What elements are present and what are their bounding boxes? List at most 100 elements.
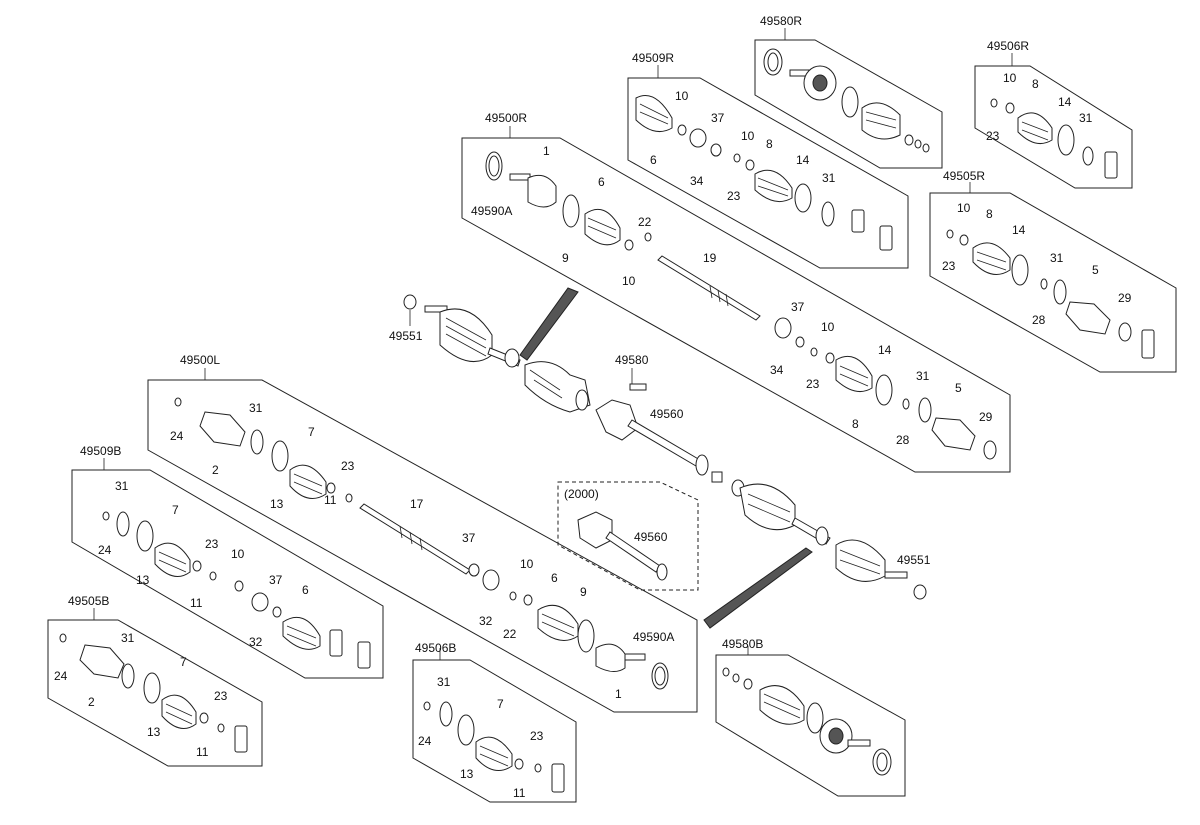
part-label: 23 — [986, 129, 1000, 143]
part-label: 32 — [249, 635, 263, 649]
part-label: 6 — [302, 583, 309, 597]
group-title: 49509B — [80, 444, 121, 458]
part-label: 13 — [270, 497, 284, 511]
part-label: 34 — [770, 363, 784, 377]
part-label: 24 — [54, 669, 68, 683]
center-driveshaft-assembly: 49551 49580 49560 49551 — [389, 287, 931, 629]
part-label: 34 — [690, 174, 704, 188]
group-title: 49500R — [485, 111, 527, 125]
part-label: 2 — [212, 463, 219, 477]
part-label: 14 — [796, 153, 810, 167]
part-label: 29 — [979, 410, 993, 424]
group-49580B: 49580B — [715, 637, 906, 797]
part-label: 13 — [460, 767, 474, 781]
inset-2000: (2000) 49560 — [557, 481, 699, 591]
part-label: 37 — [269, 573, 283, 587]
part-label: 7 — [172, 503, 179, 517]
part-label: 10 — [675, 89, 689, 103]
part-label: 23 — [806, 377, 820, 391]
part-label: 23 — [942, 259, 956, 273]
group-49500L: 49500L 31 7 23 17 24 2 13 11 37 10 6 9 — [147, 353, 698, 713]
part-label: 49560 — [634, 530, 668, 544]
part-label: 10 — [821, 320, 835, 334]
part-label: 10 — [741, 129, 755, 143]
part-label: 13 — [147, 725, 161, 739]
part-label: 31 — [437, 675, 451, 689]
group-49500R: 49500R 1 6 22 19 9 10 49590A 37 10 14 31 — [461, 111, 1011, 473]
part-label: 24 — [98, 543, 112, 557]
part-label: 49551 — [389, 329, 423, 343]
group-49505B: 49505B 31 7 23 24 2 13 11 — [47, 594, 263, 767]
group-49505R: 49505R 10 8 14 31 5 29 23 28 — [929, 169, 1177, 373]
part-label: 19 — [703, 251, 717, 265]
part-label: 31 — [1050, 251, 1064, 265]
part-label: 31 — [822, 171, 836, 185]
part-label: 23 — [214, 689, 228, 703]
part-label: 23 — [530, 729, 544, 743]
part-label: 29 — [1118, 291, 1132, 305]
part-label: 11 — [324, 493, 337, 507]
part-label: 31 — [916, 369, 930, 383]
part-label: 8 — [1032, 77, 1039, 91]
group-title: 49500L — [180, 353, 220, 367]
part-label: 37 — [462, 531, 476, 545]
part-label: 8 — [852, 417, 859, 431]
group-title: 49509R — [632, 51, 674, 65]
part-label: 23 — [341, 459, 355, 473]
part-label: 37 — [791, 300, 805, 314]
part-label: 6 — [650, 153, 657, 167]
part-label: 8 — [986, 207, 993, 221]
group-title: 49505B — [68, 594, 109, 608]
part-label: 31 — [121, 631, 135, 645]
part-label: 23 — [727, 189, 741, 203]
part-label: 14 — [1012, 223, 1026, 237]
part-label: 11 — [196, 745, 209, 759]
group-title: 49580B — [722, 637, 763, 651]
part-label: 28 — [1032, 313, 1046, 327]
part-label: 7 — [308, 425, 315, 439]
part-label: 2 — [88, 695, 95, 709]
part-label: 11 — [513, 786, 526, 800]
group-49509B: 49509B 31 7 23 10 37 6 24 13 11 32 — [71, 444, 384, 679]
part-label: 31 — [249, 401, 263, 415]
part-label: 9 — [562, 251, 569, 265]
part-label: 10 — [622, 274, 636, 288]
part-label: 49590A — [633, 630, 674, 644]
part-label: 13 — [136, 573, 150, 587]
part-label: 7 — [180, 655, 187, 669]
part-label: 23 — [205, 537, 219, 551]
part-label: 24 — [418, 734, 432, 748]
part-label: 9 — [580, 585, 587, 599]
group-49509R: 49509R 10 37 10 8 14 31 6 34 23 — [627, 51, 909, 269]
part-label: 1 — [615, 687, 622, 701]
part-label: 49560 — [650, 407, 684, 421]
group-title: 49506R — [987, 39, 1029, 53]
part-label: 14 — [1058, 95, 1072, 109]
group-title: 49505R — [943, 169, 985, 183]
part-label: 10 — [957, 201, 971, 215]
part-label: 14 — [878, 343, 892, 357]
group-49506B: 49506B 31 7 23 24 13 11 — [412, 641, 577, 803]
part-label: 49590A — [471, 204, 512, 218]
part-label: 17 — [410, 497, 424, 511]
part-label: 7 — [497, 697, 504, 711]
group-49580R: 49580R — [754, 14, 943, 169]
part-label: 6 — [551, 571, 558, 585]
part-label: 49551 — [897, 553, 931, 567]
group-title: 49506B — [415, 641, 456, 655]
inset-title: (2000) — [564, 487, 599, 501]
part-label: 10 — [1003, 71, 1017, 85]
part-label: 22 — [638, 215, 652, 229]
group-title: 49580R — [760, 14, 802, 28]
part-label: 5 — [1092, 263, 1099, 277]
part-label: 11 — [190, 596, 203, 610]
part-label: 31 — [115, 479, 129, 493]
part-label: 28 — [896, 433, 910, 447]
part-label: 10 — [520, 557, 534, 571]
part-label: 5 — [955, 381, 962, 395]
part-label: 8 — [766, 137, 773, 151]
part-label: 10 — [231, 547, 245, 561]
part-label: 32 — [479, 614, 493, 628]
